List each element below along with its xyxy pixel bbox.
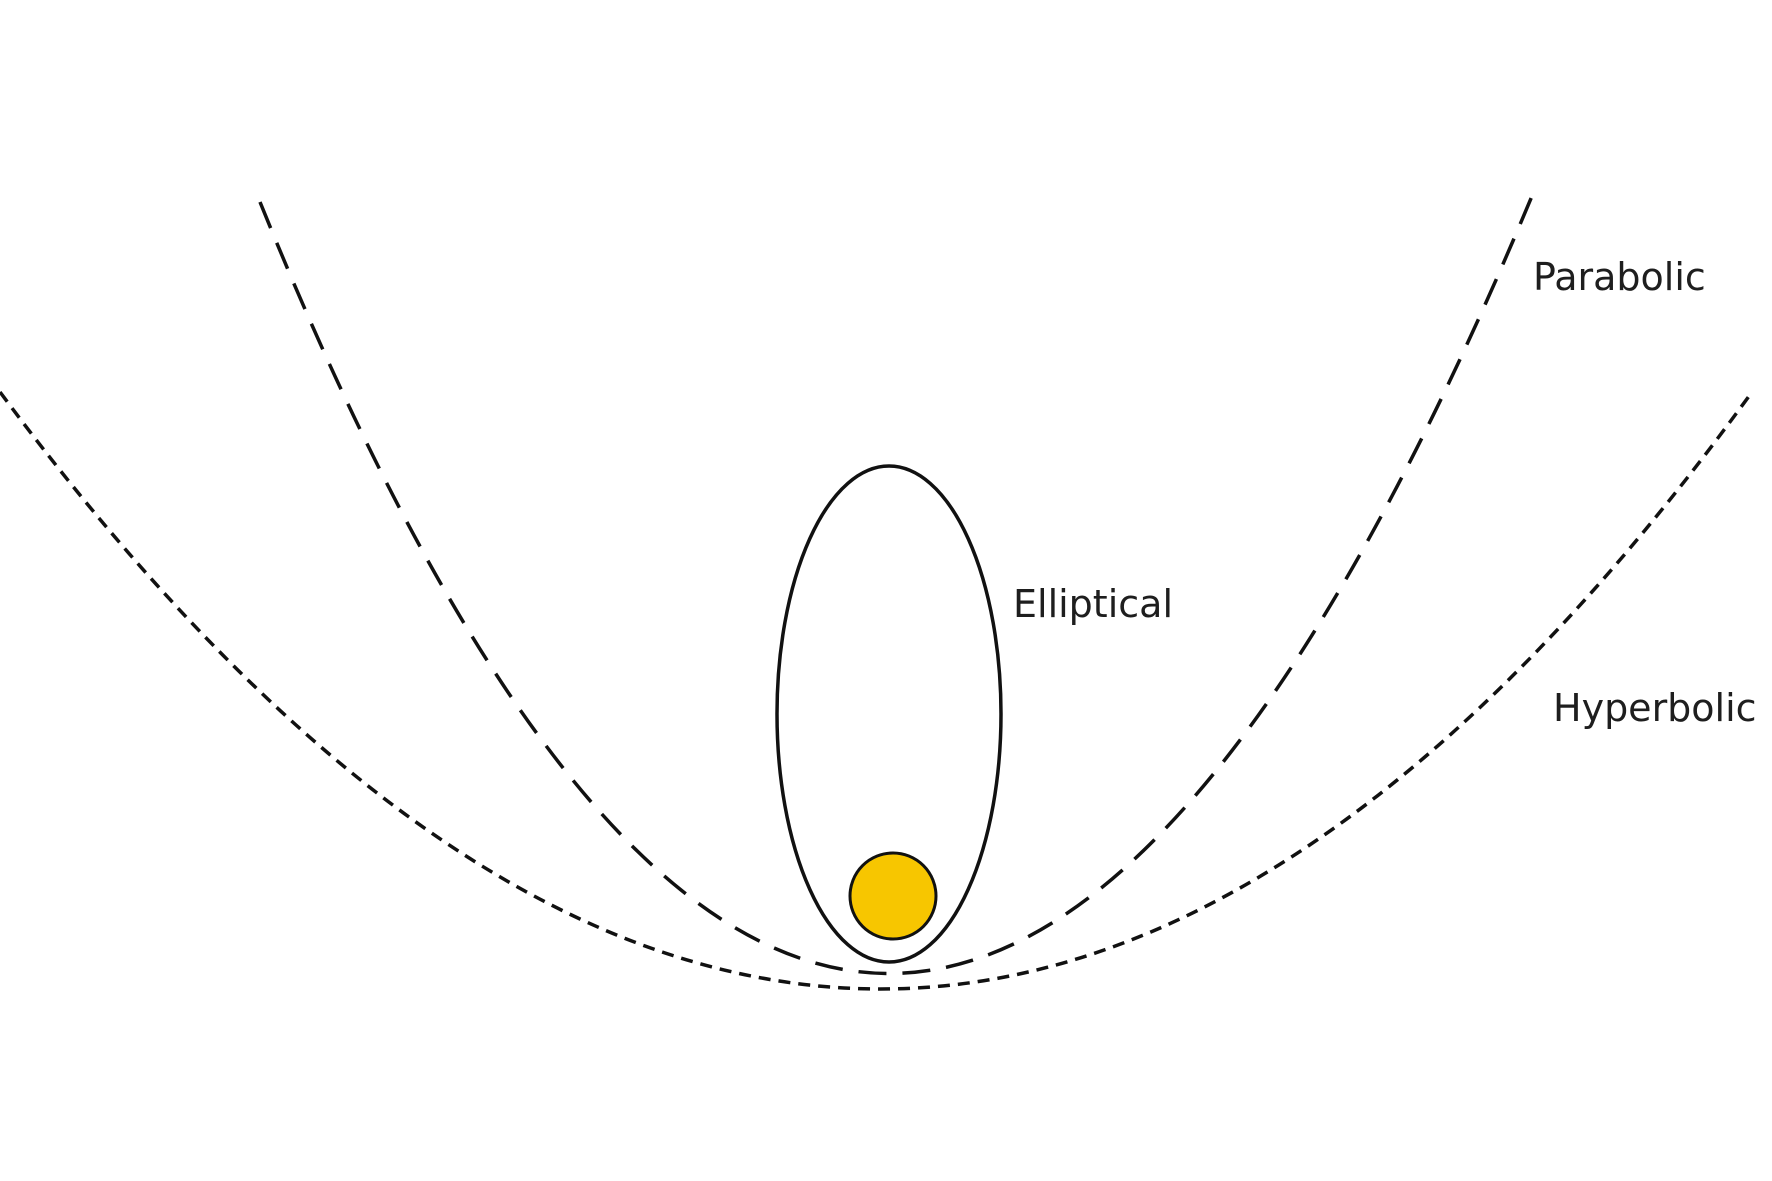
elliptical-orbit-path <box>775 464 1003 964</box>
elliptical-label: Elliptical <box>1013 582 1173 626</box>
parabolic-orbit-path <box>258 195 1534 976</box>
hyperbolic-label: Hyperbolic <box>1553 686 1757 730</box>
parabolic-label: Parabolic <box>1533 255 1706 299</box>
hyperbolic-orbit-path <box>0 390 1754 991</box>
sun-icon <box>848 851 938 941</box>
